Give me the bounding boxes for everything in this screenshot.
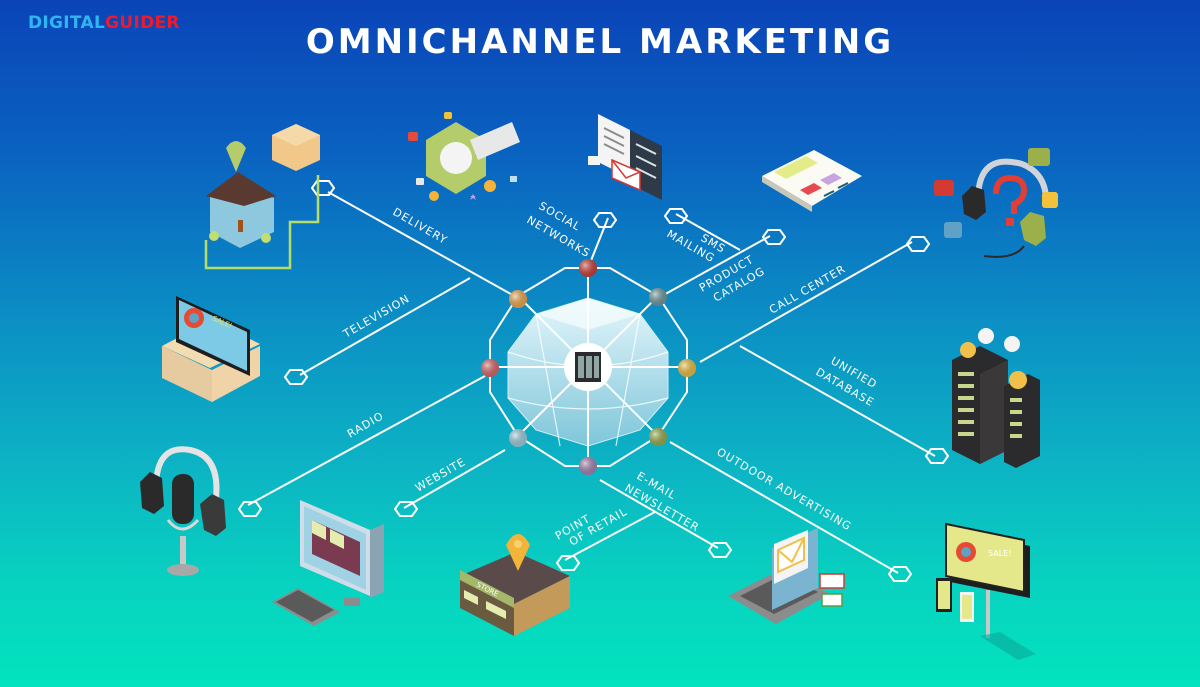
desktop-website-icon — [272, 500, 384, 626]
headset-icon — [934, 148, 1058, 258]
ring-nodes — [481, 259, 696, 475]
label-call-center: CALL CENTER — [767, 262, 848, 316]
house-delivery-icon — [204, 124, 320, 270]
brand-logo: DIGITALGUIDER — [28, 13, 180, 33]
server-rack-icon — [575, 352, 601, 382]
label-delivery: DELIVERY — [391, 205, 450, 247]
central-hub — [481, 259, 696, 475]
connector-lines — [247, 191, 936, 574]
tv-icon: SALE! — [162, 296, 260, 402]
brand-logo-part1: DIGITAL — [28, 13, 106, 33]
catalog-icon — [762, 150, 862, 212]
megaphone-icon — [408, 112, 520, 201]
store-icon: STORE — [460, 534, 570, 636]
page-title: OMNICHANNEL MARKETING — [305, 22, 895, 62]
microphone-icon — [140, 446, 226, 576]
laptop-email-icon — [728, 528, 845, 624]
billboard-sale-text: SALE! — [988, 549, 1011, 558]
billboard-icon: SALE! — [936, 522, 1036, 660]
brand-logo-part2: GUIDER — [105, 13, 180, 33]
label-radio: RADIO — [345, 409, 386, 440]
label-outdoor: OUTDOOR ADVERTISING — [715, 445, 854, 533]
sms-mailing-icon — [588, 114, 662, 200]
database-server-icon — [952, 328, 1040, 468]
